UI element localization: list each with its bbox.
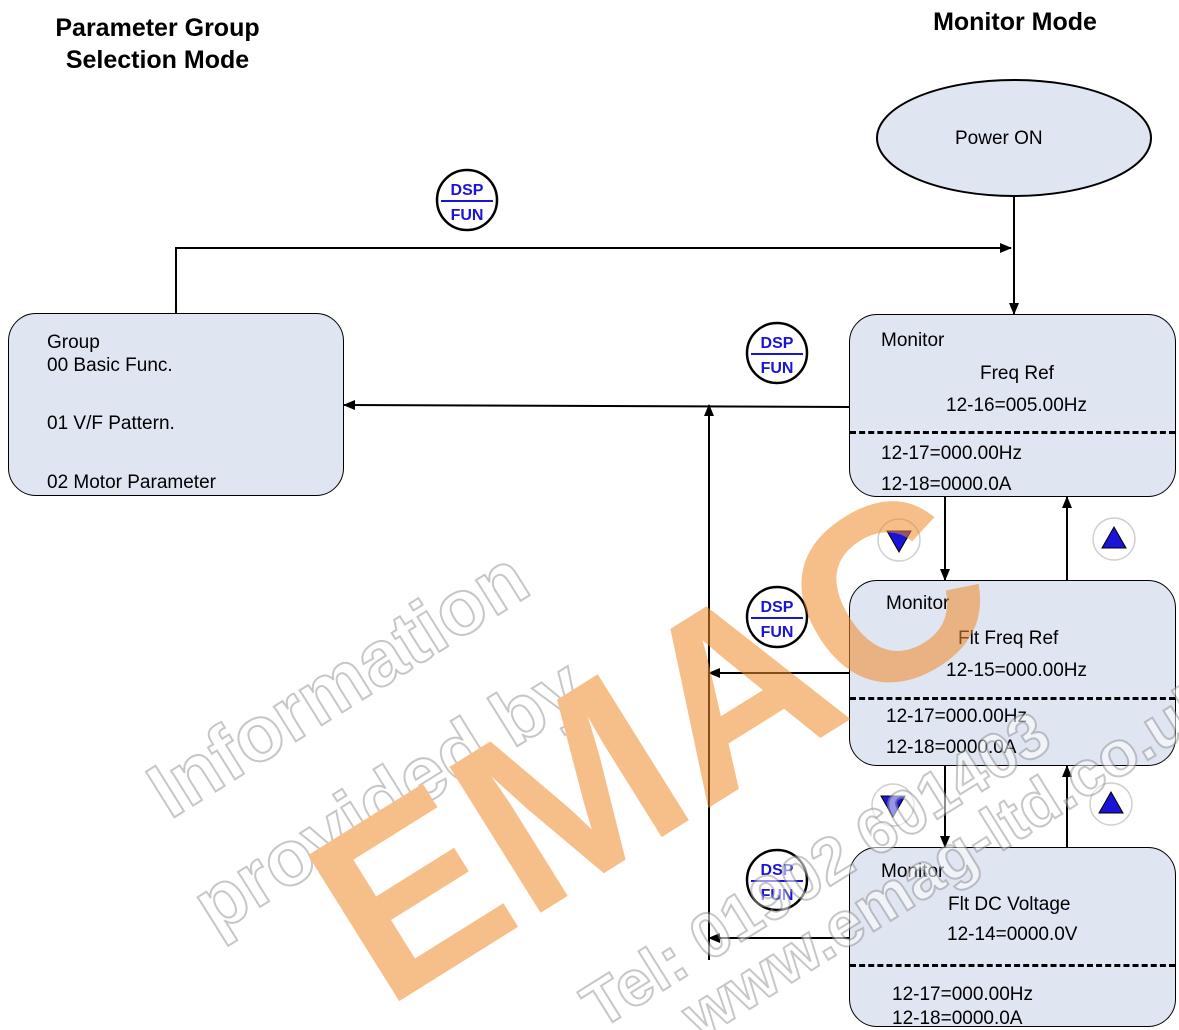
key-bottom-text: FUN (761, 887, 794, 904)
key-bottom-text: FUN (451, 207, 484, 224)
monitor-line2: 12-18=0000.0A (886, 737, 1017, 758)
monitor-value: 12-15=000.00Hz (946, 660, 1088, 681)
group-box[interactable]: Group 00 Basic Func. 01 V/F Pattern. 02 … (8, 313, 344, 496)
group-item-02: 02 Motor Parameter (47, 472, 216, 493)
group-item-01: 01 V/F Pattern. (47, 413, 175, 434)
group-heading: Group (47, 332, 100, 353)
monitor-line2: 12-18=0000.0A (881, 474, 1012, 495)
monitor-value: 12-16=005.00Hz (946, 395, 1088, 416)
key-top-text: DSP (761, 862, 794, 879)
key-top-text: DSP (761, 599, 794, 616)
divider (850, 697, 1175, 700)
key-bottom-text: FUN (761, 360, 794, 377)
monitor-heading: Monitor (881, 330, 945, 351)
divider (850, 431, 1175, 434)
monitor-box-flt-dc-voltage[interactable]: Monitor Flt DC Voltage 12-14=0000.0V 12-… (849, 847, 1176, 1029)
left-title-line1: Parameter Group (55, 14, 260, 42)
monitor-heading: Monitor (886, 593, 950, 614)
key-top-text: DSP (451, 182, 484, 199)
monitor-box-freq-ref[interactable]: Monitor Freq Ref 12-16=005.00Hz 12-17=00… (849, 314, 1176, 497)
monitor-name: Flt DC Voltage (948, 894, 1071, 915)
monitor-line2: 12-18=0000.0A (892, 1008, 1023, 1029)
up-arrow-key-icon[interactable] (1089, 782, 1133, 826)
power-on-label: Power ON (955, 128, 1043, 149)
monitor-line1: 12-17=000.00Hz (892, 984, 1034, 1005)
arrow-monitor1-to-group (343, 400, 850, 411)
dsp-fun-key-icon[interactable]: DSP FUN (435, 168, 499, 232)
monitor-value: 12-14=0000.0V (947, 924, 1078, 945)
left-title-line2: Selection Mode (65, 46, 250, 74)
dsp-fun-key-icon[interactable]: DSP FUN (745, 321, 809, 385)
arrow-group-to-monitor (175, 243, 1012, 313)
key-top-text: DSP (761, 335, 794, 352)
monitor-line1: 12-17=000.00Hz (886, 706, 1028, 727)
monitor-name: Flt Freq Ref (958, 628, 1059, 649)
right-title: Monitor Mode (933, 8, 1097, 36)
dsp-fun-key-icon[interactable]: DSP FUN (745, 848, 809, 912)
key-bottom-text: FUN (761, 624, 794, 641)
dsp-fun-key-icon[interactable]: DSP FUN (745, 585, 809, 649)
monitor-line1: 12-17=000.00Hz (881, 443, 1023, 464)
monitor-name: Freq Ref (980, 363, 1054, 384)
up-arrow-key-icon[interactable] (1092, 517, 1136, 561)
down-arrow-key-icon[interactable] (871, 783, 915, 827)
monitor-heading: Monitor (881, 861, 945, 882)
group-item-00: 00 Basic Func. (47, 355, 173, 376)
divider (850, 964, 1175, 967)
monitor-box-flt-freq-ref[interactable]: Monitor Flt Freq Ref 12-15=000.00Hz 12-1… (849, 580, 1176, 766)
down-arrow-key-icon[interactable] (877, 518, 921, 562)
left-title: Parameter Group Selection Mode (30, 12, 285, 76)
